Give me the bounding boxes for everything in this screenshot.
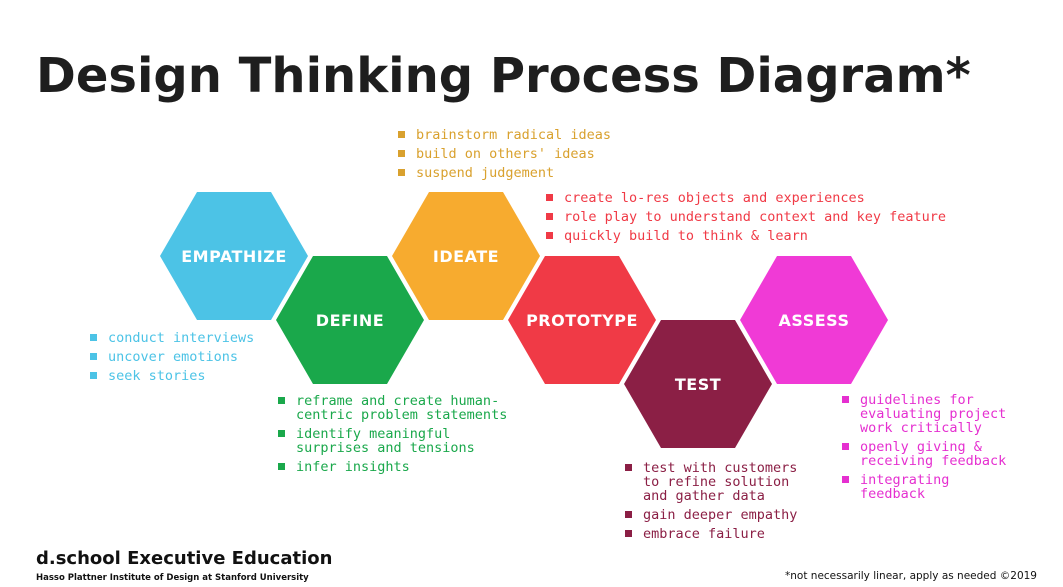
test-bullet-list: test with customers to refine solution a… (623, 461, 797, 546)
ideate-bullet: suspend judgement (396, 166, 611, 180)
hexagon-test: TEST (624, 320, 772, 448)
test-bullet: gain deeper empathy (623, 508, 797, 522)
hexagon-ideate: IDEATE (392, 192, 540, 320)
footnote: *not necessarily linear, apply as needed… (785, 570, 1037, 582)
hexagon-label-define: DEFINE (315, 310, 385, 330)
hexagon-empathize: EMPATHIZE (160, 192, 308, 320)
ideate-bullet: brainstorm radical ideas (396, 128, 611, 142)
test-bullet: embrace failure (623, 527, 797, 541)
prototype-bullet: create lo-res objects and experiences (544, 191, 946, 205)
ideate-bullet: build on others' ideas (396, 147, 611, 161)
hexagon-label-prototype: PROTOTYPE (526, 310, 638, 330)
assess-bullet: openly giving & receiving feedback (840, 440, 1006, 468)
hexagon-label-assess: ASSESS (778, 310, 850, 330)
ideate-bullet-list: brainstorm radical ideas build on others… (396, 128, 611, 185)
assess-bullet: guidelines for evaluating project work c… (840, 393, 1006, 435)
empathize-bullet-list: conduct interviews uncover emotions seek… (88, 331, 254, 388)
define-bullet: identify meaningful surprises and tensio… (276, 427, 507, 455)
empathize-bullet: conduct interviews (88, 331, 254, 345)
dschool-brand: d.school Executive Education (36, 548, 333, 569)
hexagon-prototype: PROTOTYPE (508, 256, 656, 384)
assess-bullet: integrating feedback (840, 473, 1006, 501)
empathize-bullet: uncover emotions (88, 350, 254, 364)
hexagon-label-empathize: EMPATHIZE (181, 246, 287, 266)
prototype-bullet: role play to understand context and key … (544, 210, 946, 224)
diagram-title: Design Thinking Process Diagram* (36, 48, 971, 104)
hexagon-label-ideate: IDEATE (432, 246, 500, 266)
prototype-bullet: quickly build to think & learn (544, 229, 946, 243)
institute-subtitle: Hasso Plattner Institute of Design at St… (36, 573, 309, 583)
assess-bullet-list: guidelines for evaluating project work c… (840, 393, 1006, 506)
test-bullet: test with customers to refine solution a… (623, 461, 797, 503)
hexagon-assess: ASSESS (740, 256, 888, 384)
define-bullet-list: reframe and create human- centric proble… (276, 394, 507, 479)
hexagon-define: DEFINE (276, 256, 424, 384)
define-bullet: infer insights (276, 460, 507, 474)
define-bullet: reframe and create human- centric proble… (276, 394, 507, 422)
prototype-bullet-list: create lo-res objects and experiences ro… (544, 191, 946, 248)
empathize-bullet: seek stories (88, 369, 254, 383)
hexagon-label-test: TEST (674, 374, 722, 394)
